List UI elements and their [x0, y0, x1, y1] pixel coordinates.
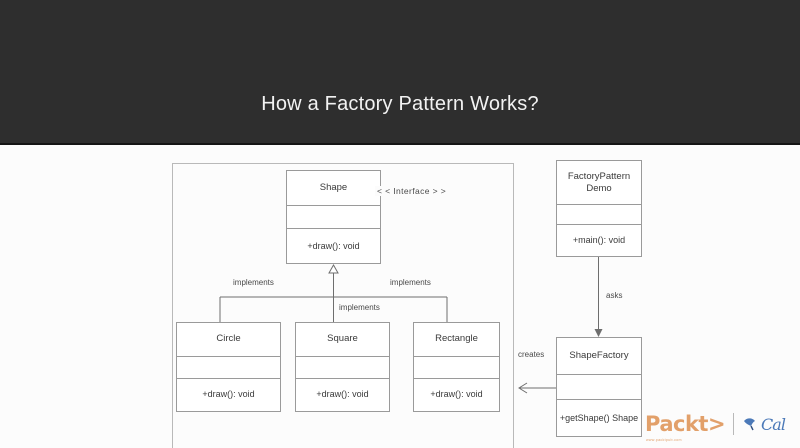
- uml-class-rectangle[interactable]: Rectangle +draw(): void: [413, 322, 500, 412]
- shape-hierarchy-group: [172, 163, 514, 448]
- uml-class-factory-pattern-demo-methods: +main(): void: [557, 224, 641, 256]
- uml-class-shape-attributes: [287, 205, 380, 228]
- relationship-label-implements-circle: implements: [231, 278, 276, 287]
- uml-class-factory-pattern-demo[interactable]: FactoryPattern Demo +main(): void: [556, 160, 642, 257]
- uml-class-square-methods: +draw(): void: [296, 377, 389, 411]
- logo-divider: [733, 413, 735, 435]
- diagram-canvas: Shape +draw(): void < < Interface > > Ci…: [0, 145, 800, 448]
- uml-class-square-name: Square: [327, 333, 358, 345]
- packt-logo: Packt> www.packtpub.com Cal: [645, 404, 793, 444]
- header-divider: [0, 143, 800, 145]
- packt-tagline: www.packtpub.com: [646, 438, 682, 442]
- relationship-label-asks: asks: [604, 291, 625, 300]
- uml-class-circle-attributes: [177, 355, 280, 378]
- uml-class-factory-pattern-demo-attributes: [557, 204, 641, 224]
- uml-class-rectangle-attributes: [414, 355, 499, 378]
- relationship-label-implements-square: implements: [337, 303, 382, 312]
- uml-class-rectangle-name: Rectangle: [435, 333, 478, 345]
- uml-class-shape[interactable]: Shape +draw(): void: [286, 170, 381, 264]
- relationship-label-implements-rectangle: implements: [388, 278, 433, 287]
- partner-script-mark: Cal: [761, 414, 786, 434]
- connector-layer: [219, 257, 603, 394]
- slide-header: How a Factory Pattern Works?: [0, 0, 800, 145]
- uml-class-rectangle-methods: +draw(): void: [414, 377, 499, 411]
- uml-class-square-attributes: [296, 355, 389, 378]
- uml-class-shape-factory-methods: +getShape() Shape: [557, 399, 641, 436]
- uml-class-circle[interactable]: Circle +draw(): void: [176, 322, 281, 412]
- uml-class-shape-name: Shape: [319, 182, 348, 194]
- uml-class-shape-methods: +draw(): void: [287, 228, 380, 263]
- relationship-label-creates: creates: [516, 350, 547, 359]
- uml-class-circle-methods: +draw(): void: [177, 377, 280, 411]
- uml-class-shape-factory-name: ShapeFactory: [569, 350, 629, 362]
- uml-class-circle-name: Circle: [216, 333, 241, 345]
- bird-icon: [744, 418, 756, 431]
- uml-class-shape-factory-attributes: [557, 374, 641, 399]
- uml-class-shape-factory[interactable]: ShapeFactory +getShape() Shape: [556, 337, 642, 437]
- page-title: How a Factory Pattern Works?: [261, 93, 539, 115]
- stereotype-interface-label: < < Interface > >: [375, 186, 449, 196]
- uml-class-factory-pattern-demo-name: FactoryPattern Demo: [567, 170, 631, 194]
- uml-class-square[interactable]: Square +draw(): void: [295, 322, 390, 412]
- packt-wordmark: Packt>: [645, 412, 726, 436]
